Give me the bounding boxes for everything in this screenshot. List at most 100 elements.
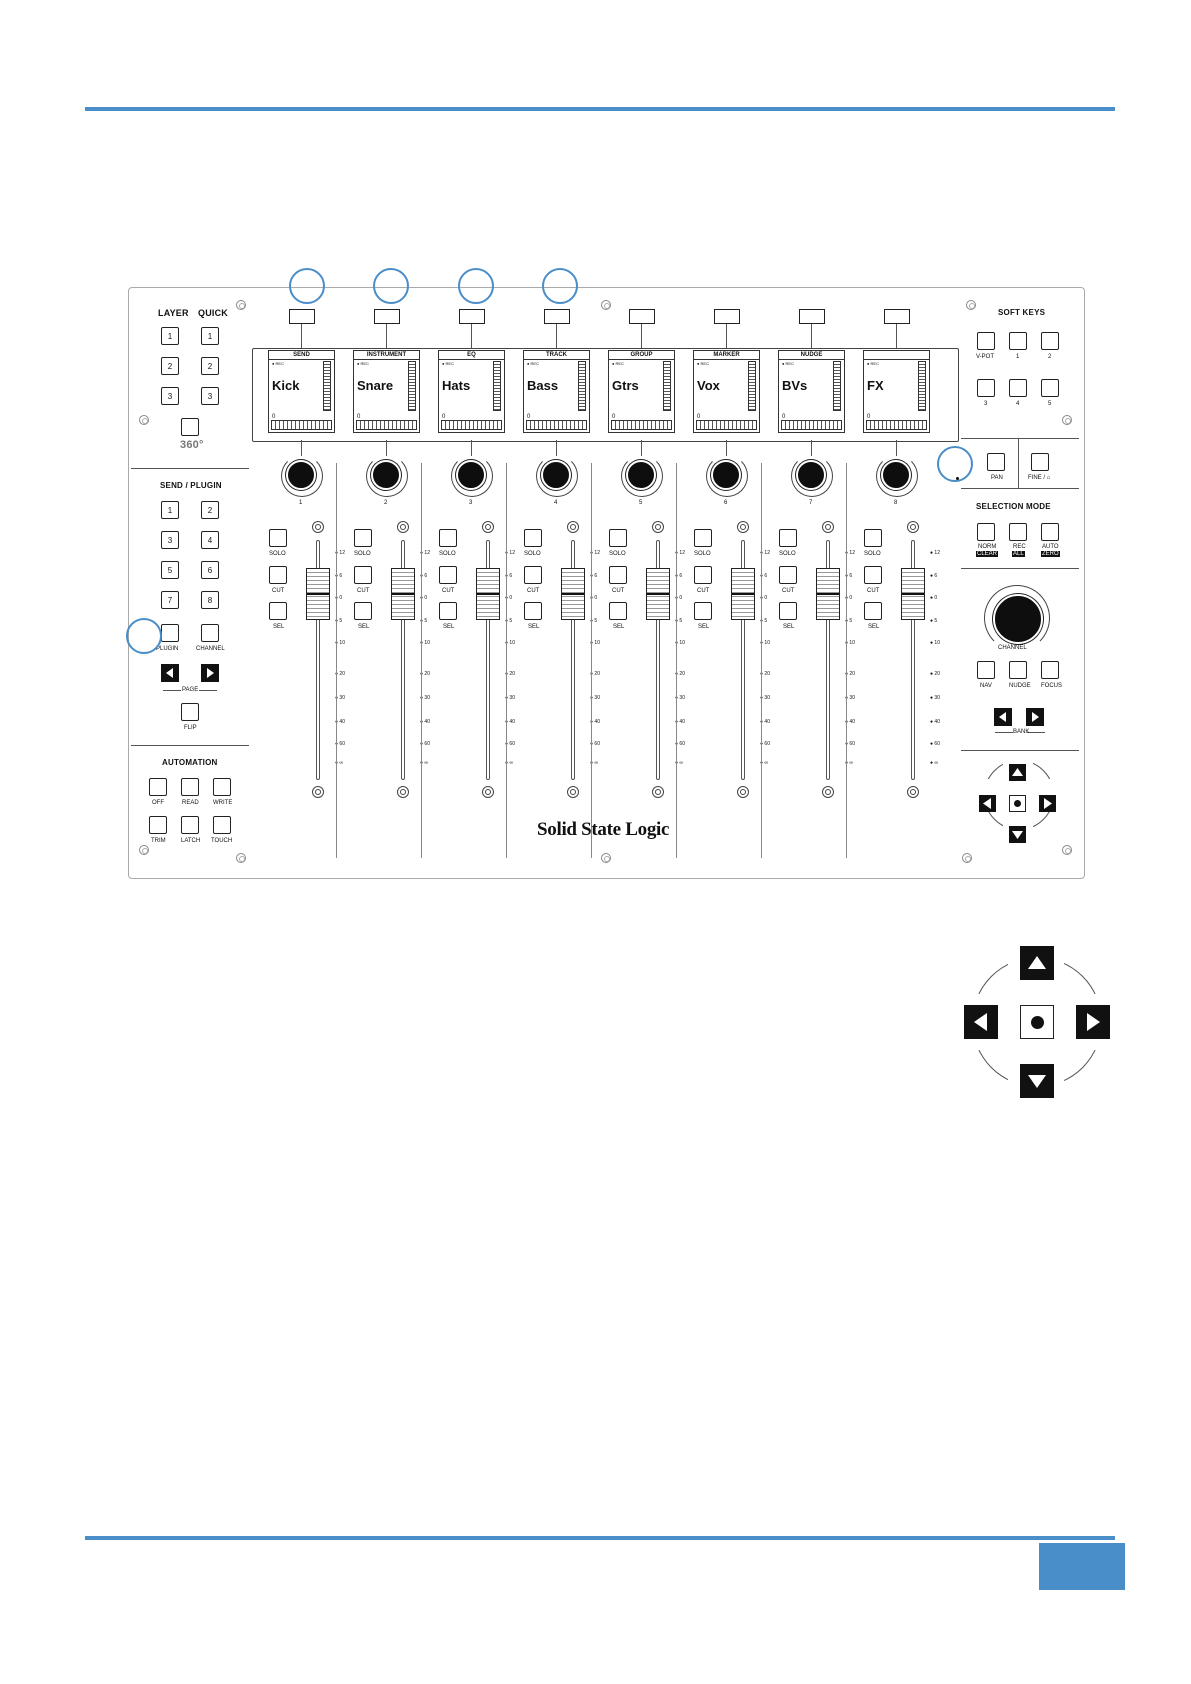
fader-cap[interactable] [731,568,755,620]
page-left-button[interactable] [161,664,179,682]
pan-button[interactable] [987,453,1005,471]
solo-button[interactable] [269,529,287,547]
sel-button[interactable] [439,602,457,620]
nav-centre-button-large[interactable] [1020,1005,1054,1039]
quick-button-3[interactable]: 3 [201,387,219,405]
channel-select-button[interactable] [714,309,740,324]
channel-select-button[interactable] [799,309,825,324]
flip-button[interactable] [181,703,199,721]
fader-cap[interactable] [476,568,500,620]
send-button-3[interactable]: 3 [161,531,179,549]
automation-write-button[interactable] [213,778,231,796]
soft-key-4[interactable] [1009,379,1027,397]
cut-button[interactable] [269,566,287,584]
fader-cap[interactable] [901,568,925,620]
fader-cap[interactable] [391,568,415,620]
channel-encoder[interactable] [796,460,826,490]
channel-encoder[interactable] [626,460,656,490]
plugin-button[interactable] [161,624,179,642]
send-button-5[interactable]: 5 [161,561,179,579]
solo-button[interactable] [439,529,457,547]
send-button-8[interactable]: 8 [201,591,219,609]
sel-button[interactable] [269,602,287,620]
channel-select-button[interactable] [629,309,655,324]
solo-button[interactable] [864,529,882,547]
nav-down-button-large[interactable] [1020,1064,1054,1098]
layer-button-1[interactable]: 1 [161,327,179,345]
bank-right-button[interactable] [1026,708,1044,726]
solo-button[interactable] [779,529,797,547]
auto-zero-button[interactable] [1041,523,1059,541]
fader-cap[interactable] [646,568,670,620]
channel-button[interactable] [201,624,219,642]
layer-button-3[interactable]: 3 [161,387,179,405]
nav-right-button[interactable] [1039,795,1056,812]
soft-key-vpot[interactable] [977,332,995,350]
automation-latch-button[interactable] [181,816,199,834]
fine-button[interactable] [1031,453,1049,471]
cut-button[interactable] [609,566,627,584]
solo-button[interactable] [354,529,372,547]
channel-select-button[interactable] [374,309,400,324]
channel-encoder[interactable] [286,460,316,490]
cut-button[interactable] [354,566,372,584]
sel-button[interactable] [354,602,372,620]
send-button-6[interactable]: 6 [201,561,219,579]
focus-button[interactable] [1041,661,1059,679]
soft-key-3[interactable] [977,379,995,397]
channel-select-button[interactable] [289,309,315,324]
cut-button[interactable] [524,566,542,584]
channel-select-button[interactable] [884,309,910,324]
channel-encoder[interactable] [456,460,486,490]
sel-button[interactable] [779,602,797,620]
nav-right-button-large[interactable] [1076,1005,1110,1039]
nav-centre-button[interactable] [1009,795,1026,812]
sel-button[interactable] [694,602,712,620]
channel-encoder[interactable] [993,594,1043,644]
nav-button[interactable] [977,661,995,679]
send-button-4[interactable]: 4 [201,531,219,549]
nav-down-button[interactable] [1009,826,1026,843]
send-button-2[interactable]: 2 [201,501,219,519]
channel-encoder[interactable] [711,460,741,490]
channel-encoder[interactable] [881,460,911,490]
quick-button-2[interactable]: 2 [201,357,219,375]
fader-cap[interactable] [306,568,330,620]
sel-button[interactable] [609,602,627,620]
cut-button[interactable] [694,566,712,584]
automation-read-button[interactable] [181,778,199,796]
solo-button[interactable] [694,529,712,547]
send-button-1[interactable]: 1 [161,501,179,519]
nav-left-button[interactable] [979,795,996,812]
nav-up-button[interactable] [1009,764,1026,781]
rec-all-button[interactable] [1009,523,1027,541]
soft-key-2[interactable] [1041,332,1059,350]
solo-button[interactable] [609,529,627,547]
solo-button[interactable] [524,529,542,547]
cut-button[interactable] [864,566,882,584]
soft-key-1[interactable] [1009,332,1027,350]
fader-cap[interactable] [561,568,585,620]
sel-button[interactable] [524,602,542,620]
channel-encoder[interactable] [541,460,571,490]
quick-button-1[interactable]: 1 [201,327,219,345]
nudge-button[interactable] [1009,661,1027,679]
view-360-button[interactable] [181,418,199,436]
automation-touch-button[interactable] [213,816,231,834]
page-right-button[interactable] [201,664,219,682]
layer-button-2[interactable]: 2 [161,357,179,375]
automation-off-button[interactable] [149,778,167,796]
send-button-7[interactable]: 7 [161,591,179,609]
cut-button[interactable] [779,566,797,584]
channel-encoder[interactable] [371,460,401,490]
nav-left-button-large[interactable] [964,1005,998,1039]
cut-button[interactable] [439,566,457,584]
channel-select-button[interactable] [459,309,485,324]
nav-up-button-large[interactable] [1020,946,1054,980]
sel-button[interactable] [864,602,882,620]
automation-trim-button[interactable] [149,816,167,834]
fader-cap[interactable] [816,568,840,620]
soft-key-5[interactable] [1041,379,1059,397]
norm-clear-button[interactable] [977,523,995,541]
bank-left-button[interactable] [994,708,1012,726]
